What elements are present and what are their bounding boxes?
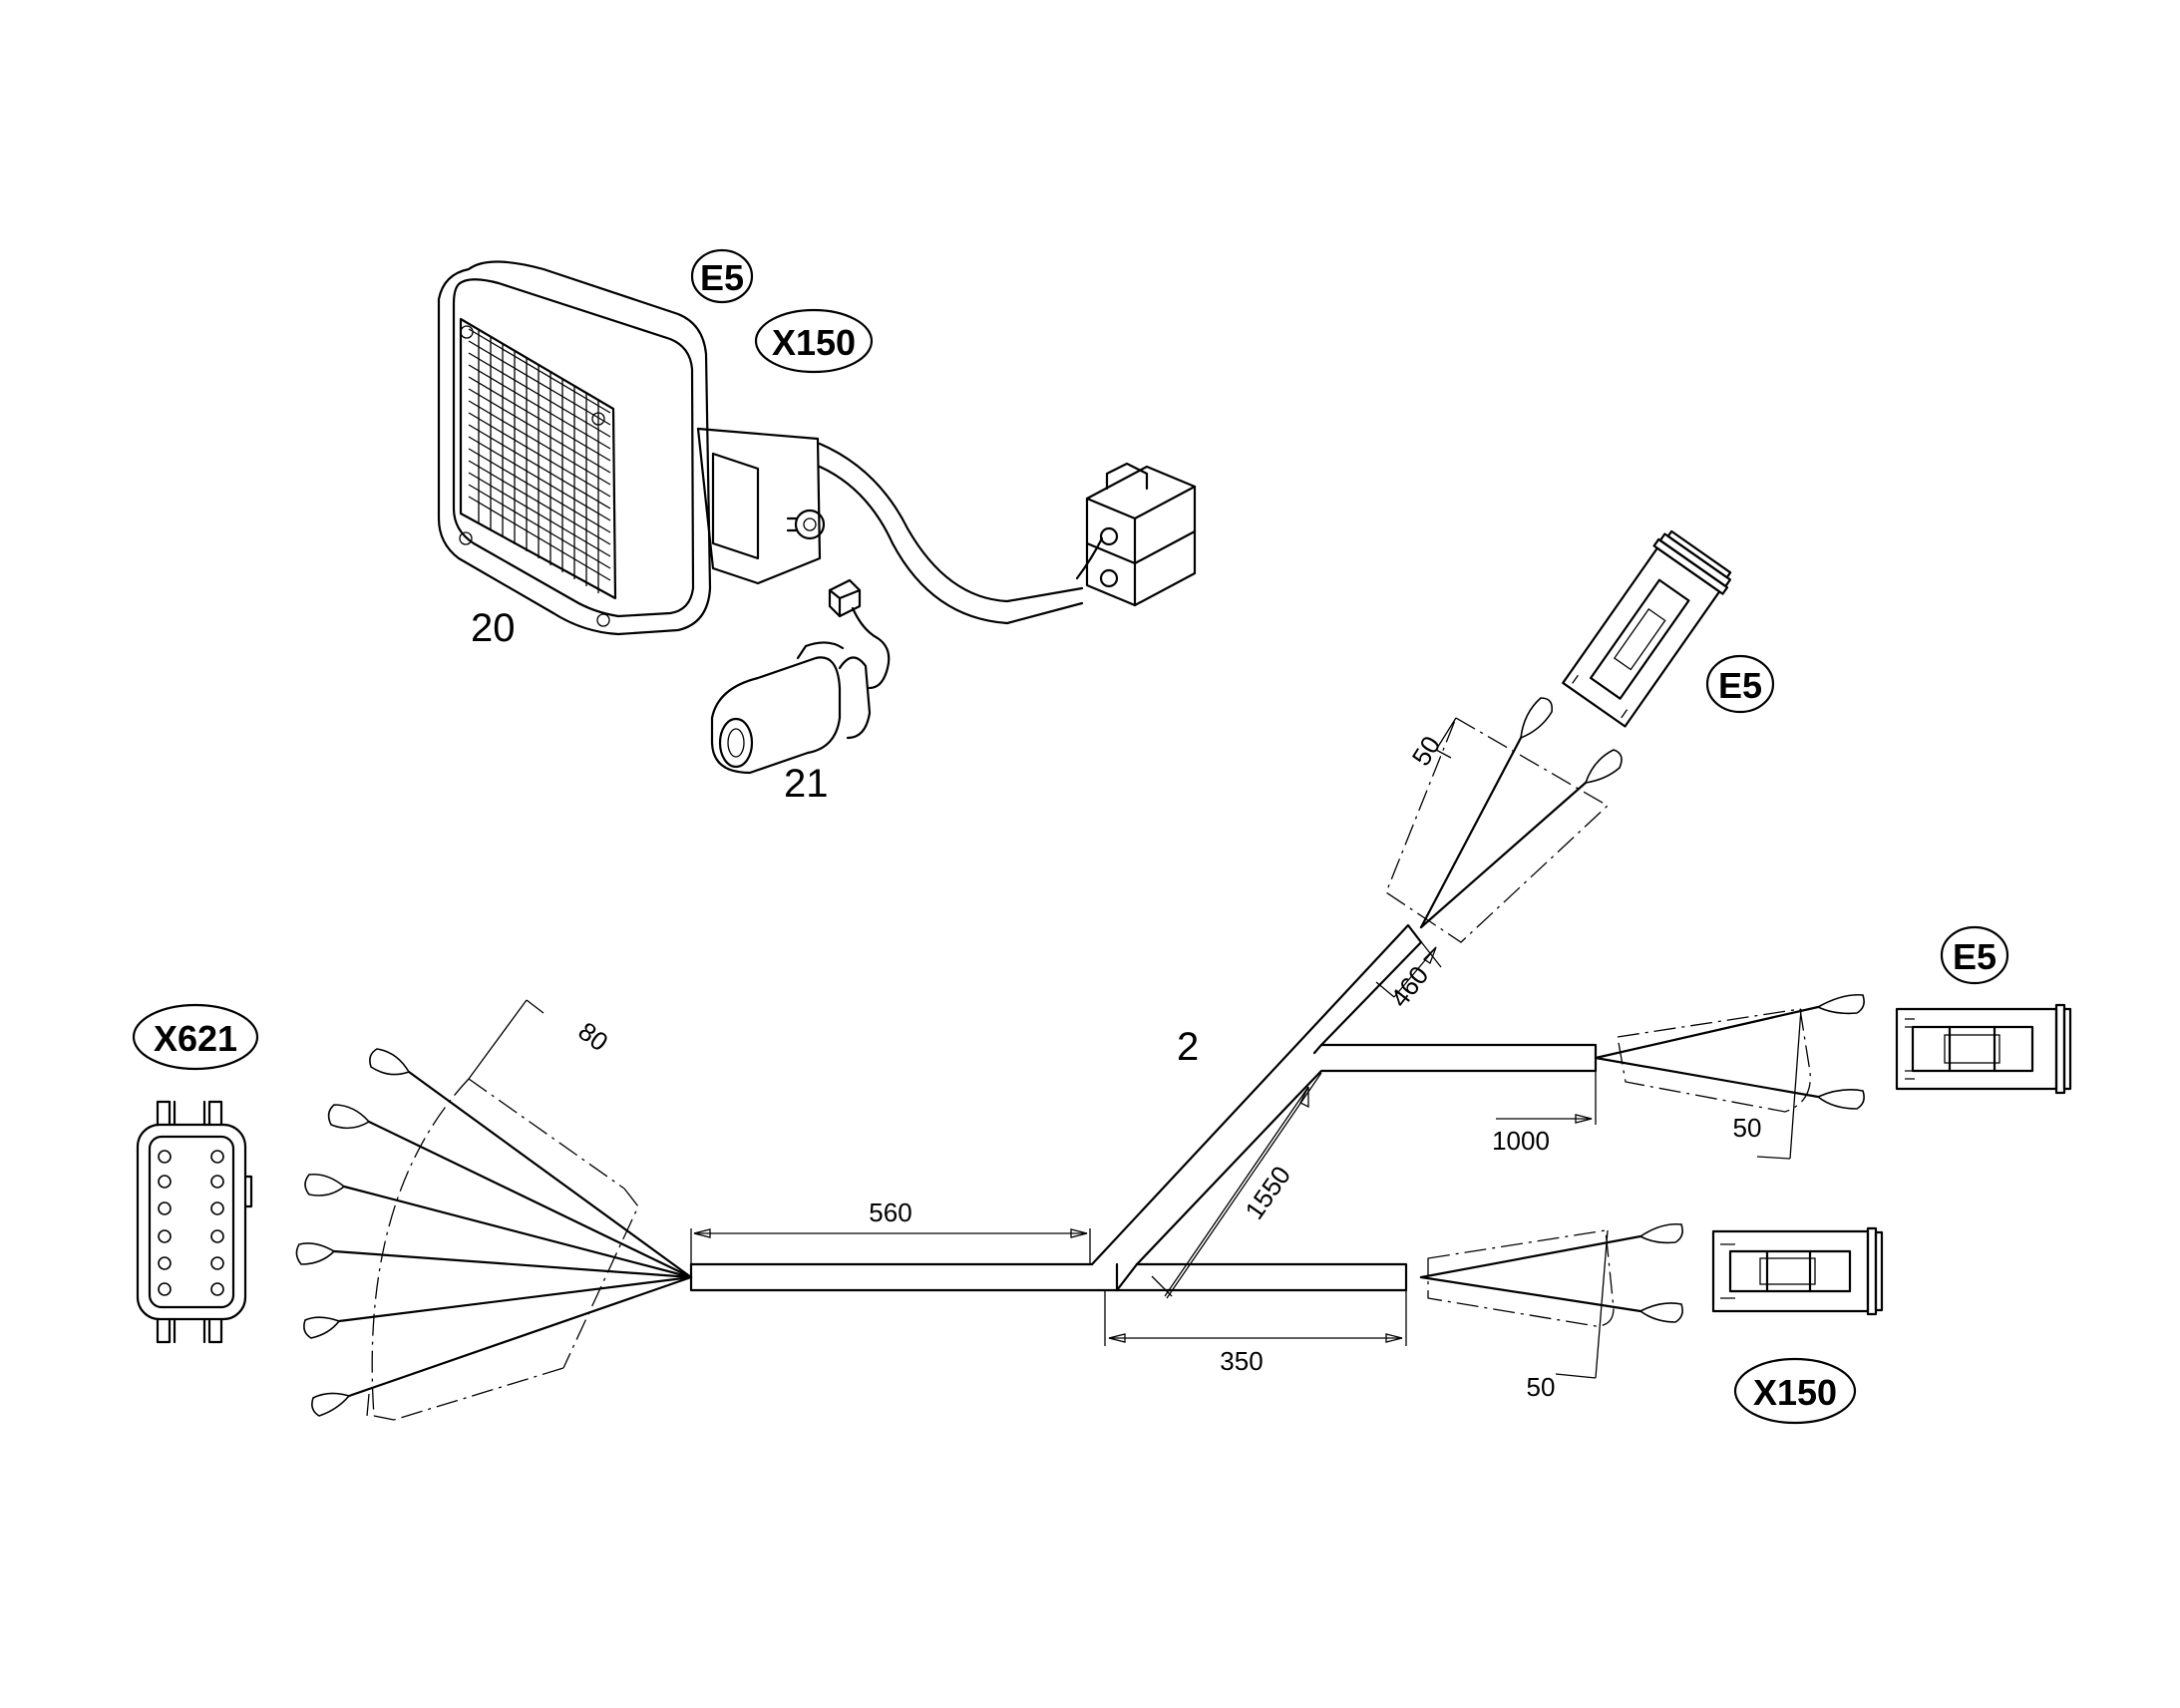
adjust-knob: [786, 509, 826, 540]
connector-mid-e5: [1895, 1003, 2072, 1095]
left-fan-arc: [371, 1078, 470, 1417]
tag-lower-x150: X150: [1733, 1357, 1857, 1425]
dim-mid-fan: 50: [1733, 1113, 1762, 1143]
left-fan-wires: [332, 1070, 693, 1398]
upper-fan-wires: [1419, 697, 1623, 929]
svg-text:E5: E5: [700, 257, 744, 298]
svg-text:X621: X621: [154, 1018, 237, 1059]
dim-upper-branch: 460: [1384, 960, 1434, 1013]
harness-body: [689, 923, 1598, 1292]
callout-harness: 2: [1177, 1025, 1199, 1069]
halogen-bulb: [710, 578, 891, 775]
dim-lower-fan: 50: [1527, 1372, 1556, 1402]
left-wire-terminals: [295, 1048, 410, 1417]
tag-upper-e5: E5: [1705, 654, 1775, 714]
tag-lamp-e5: E5: [690, 248, 754, 304]
lower-fan-wires: [1419, 1222, 1683, 1323]
dim-upper-fan: 50: [1406, 731, 1447, 771]
callout-lamp: 20: [471, 606, 516, 650]
dim-left-trunk-line: [690, 1228, 1091, 1264]
dim-upper-branch-line: [1375, 924, 1442, 998]
lamp-grille: [468, 328, 611, 593]
tag-mid-e5: E5: [1940, 925, 2009, 985]
dim-diagonal: 1550: [1239, 1161, 1296, 1225]
connector-left-x621: [136, 1100, 253, 1344]
tag-left-x621: X621: [132, 1003, 259, 1071]
lamp-connector: [1075, 462, 1197, 607]
lower-fan-box: [1427, 1229, 1615, 1327]
mid-fan-box: [1617, 1008, 1811, 1113]
svg-text:E5: E5: [1953, 936, 1997, 977]
connector-upper-e5: [1562, 529, 1732, 728]
dim-mid-branch-line: [1496, 1071, 1597, 1125]
svg-text:X150: X150: [1753, 1372, 1837, 1413]
svg-text:E5: E5: [1718, 665, 1762, 706]
dim-lower-trunk: 350: [1220, 1346, 1263, 1376]
connector-lower-x150: [1711, 1226, 1884, 1316]
dim-lower-trunk-line: [1104, 1290, 1407, 1346]
work-lamp: [437, 260, 1197, 636]
dim-fan-left: 80: [572, 1016, 613, 1057]
dim-left-trunk: 560: [869, 1197, 911, 1227]
dim-diagonal-line: [1151, 1072, 1322, 1299]
svg-text:X150: X150: [772, 322, 856, 363]
tag-lamp-x150: X150: [754, 308, 874, 374]
upper-fan-box: [1385, 717, 1610, 943]
callout-bulb: 21: [784, 762, 829, 806]
mid-fan-wires: [1594, 993, 1865, 1110]
left-fan-box: [366, 1078, 625, 1421]
dim-mid-branch: 1000: [1492, 1126, 1550, 1156]
